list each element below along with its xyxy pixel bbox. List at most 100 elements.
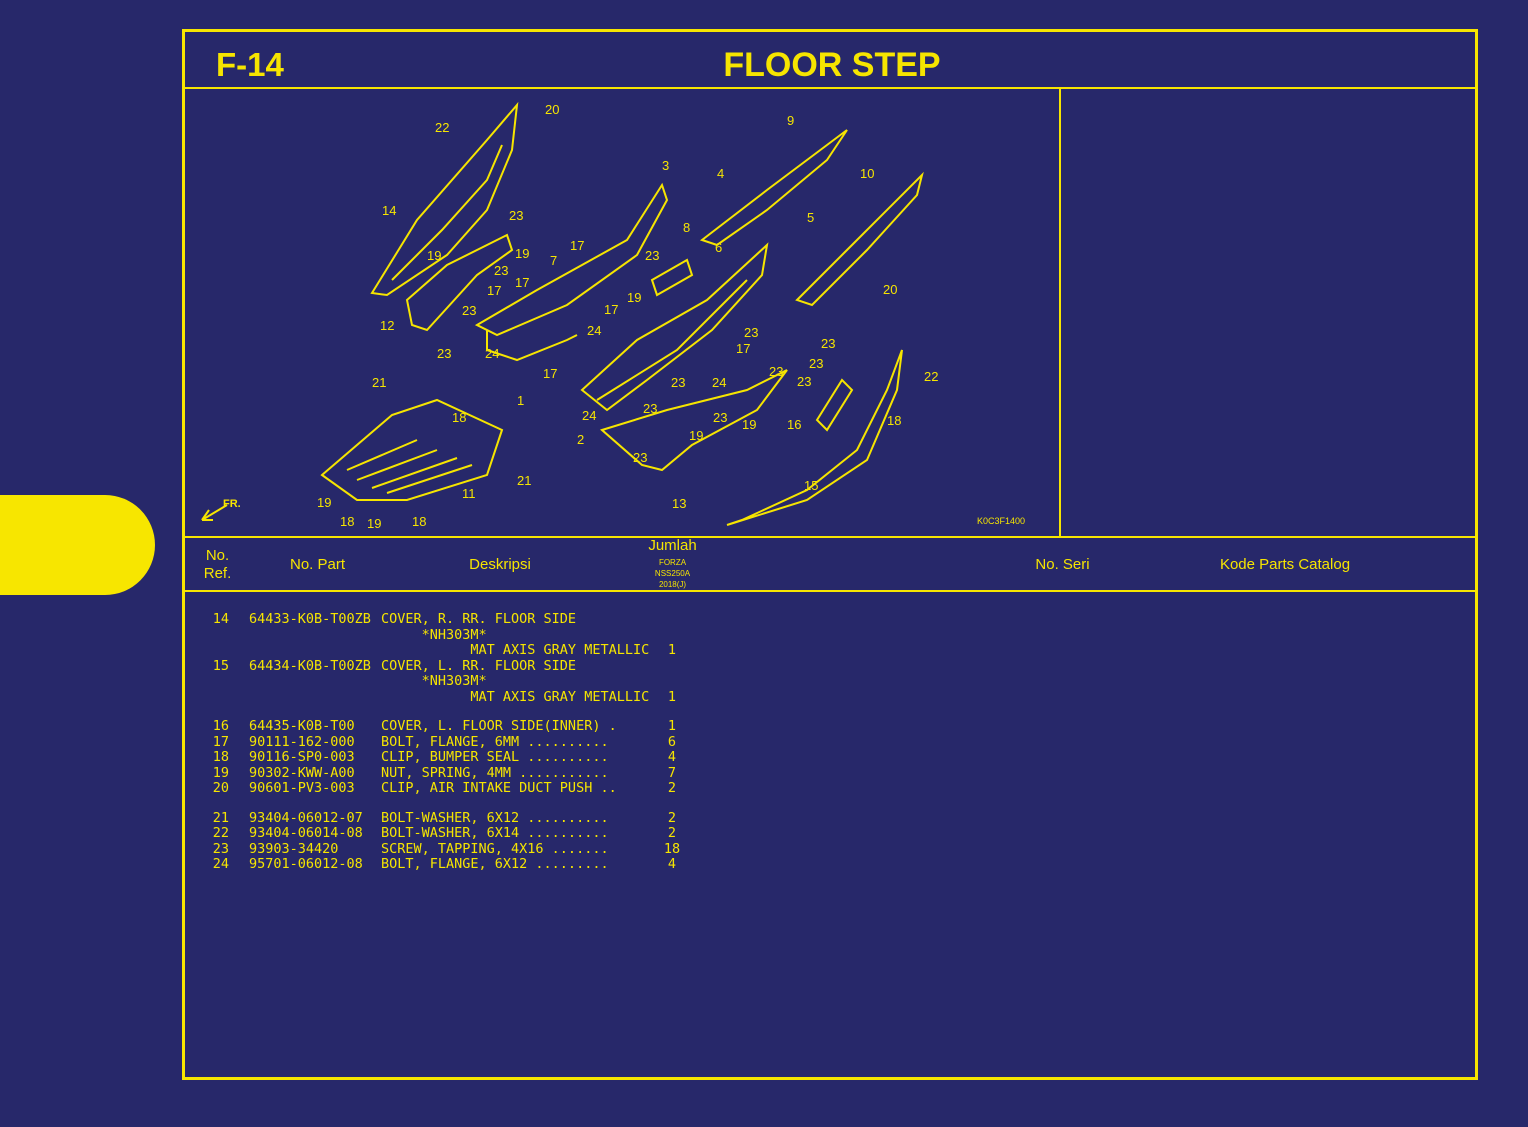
ref-cell: 18: [212, 749, 229, 765]
quantity-cell: 1: [667, 688, 677, 705]
header-qty-model-3: 2018(J): [658, 580, 687, 589]
header-qty-model-2: NSS250A: [654, 569, 691, 578]
svg-text:3: 3: [662, 158, 669, 173]
svg-text:12: 12: [380, 318, 394, 333]
svg-text:21: 21: [517, 473, 531, 488]
part-number-cell: 64434-K0B-T00ZB: [249, 657, 371, 674]
svg-text:23: 23: [809, 356, 823, 371]
quantity-cell: 18: [663, 840, 681, 857]
chapter-tab[interactable]: [0, 495, 155, 595]
svg-text:6: 6: [715, 240, 722, 255]
quantity-cell: 1: [667, 642, 677, 658]
svg-text:24: 24: [582, 408, 596, 423]
svg-text:1: 1: [517, 393, 524, 408]
svg-text:23: 23: [769, 364, 783, 379]
svg-text:10: 10: [860, 166, 874, 181]
description-cell: *NH303M*: [381, 673, 487, 689]
page-code: F-14: [216, 46, 284, 83]
svg-text:23: 23: [437, 346, 451, 361]
svg-text:16: 16: [787, 417, 801, 432]
svg-text:4: 4: [717, 166, 724, 181]
svg-text:20: 20: [545, 102, 559, 117]
part-number-cell: 64433-K0B-T00ZB: [249, 611, 371, 627]
svg-text:21: 21: [372, 375, 386, 390]
svg-text:18: 18: [452, 410, 466, 425]
svg-text:24: 24: [712, 375, 726, 390]
part-number-cell: 90111-162-000: [249, 733, 355, 750]
page-title: FLOOR STEP: [723, 46, 941, 84]
svg-text:23: 23: [744, 325, 758, 340]
svg-text:19: 19: [515, 246, 529, 261]
ref-cell: 17: [212, 733, 229, 750]
part-number-cell: 90302-KWW-A00: [249, 764, 355, 781]
description-cell: SCREW, TAPPING, 4X16 .......: [381, 840, 609, 857]
svg-text:24: 24: [587, 323, 601, 338]
part-number-cell: 64435-K0B-T00: [249, 718, 355, 734]
svg-text:19: 19: [627, 290, 641, 305]
quantity-cell: 2: [667, 809, 677, 826]
part-number-cell: 95701-06012-08: [249, 856, 363, 872]
description-cell: BOLT, FLANGE, 6MM ..........: [381, 733, 609, 750]
description-cell: BOLT, FLANGE, 6X12 .........: [381, 856, 609, 872]
svg-text:13: 13: [672, 496, 686, 511]
quantity-cell: 4: [667, 749, 677, 765]
description-cell: COVER, L. FLOOR SIDE(INNER) .: [381, 718, 617, 734]
svg-text:17: 17: [604, 302, 618, 317]
catalog-page-frame: F-14 FLOOR STEP: [182, 29, 1478, 1080]
svg-text:23: 23: [494, 263, 508, 278]
description-cell: CLIP, AIR INTAKE DUCT PUSH ..: [381, 780, 617, 796]
description-cell: NUT, SPRING, 4MM ...........: [381, 764, 609, 781]
ref-cell: 15: [212, 657, 229, 674]
part-number-cell: 93903-34420: [249, 840, 339, 857]
svg-text:23: 23: [645, 248, 659, 263]
part-number-cell: 90601-PV3-003: [249, 780, 355, 796]
ref-cell: 22: [212, 825, 229, 841]
ref-cell: 20: [212, 780, 229, 796]
header-ref: No.Ref.: [203, 547, 232, 582]
quantity-cell: 7: [667, 764, 677, 781]
svg-text:18: 18: [887, 413, 901, 428]
svg-text:23: 23: [821, 336, 835, 351]
ref-cell: 23: [212, 840, 229, 857]
description-cell: MAT AXIS GRAY METALLIC: [381, 642, 650, 658]
svg-text:FR.: FR.: [223, 498, 241, 510]
svg-text:22: 22: [924, 369, 938, 384]
svg-text:23: 23: [462, 303, 476, 318]
svg-text:20: 20: [883, 282, 897, 297]
svg-text:19: 19: [689, 428, 703, 443]
svg-text:7: 7: [550, 253, 557, 268]
description-cell: COVER, R. RR. FLOOR SIDE: [381, 611, 577, 627]
svg-text:19: 19: [317, 495, 331, 510]
header-serial: No. Seri: [1035, 556, 1090, 573]
header-part: No. Part: [289, 556, 346, 573]
svg-text:9: 9: [787, 113, 794, 128]
svg-text:19: 19: [367, 516, 381, 531]
svg-text:14: 14: [382, 203, 396, 218]
ref-cell: 14: [212, 611, 229, 627]
svg-text:23: 23: [671, 375, 685, 390]
description-cell: COVER, L. RR. FLOOR SIDE: [381, 657, 577, 674]
svg-text:17: 17: [736, 341, 750, 356]
svg-text:K0C3F1400: K0C3F1400: [977, 516, 1025, 526]
header-catalog: Kode Parts Catalog: [1219, 556, 1351, 573]
svg-text:22: 22: [435, 120, 449, 135]
svg-text:23: 23: [509, 208, 523, 223]
ref-cell: 24: [212, 856, 229, 872]
part-number-cell: 90116-SP0-003: [249, 749, 355, 765]
svg-text:11: 11: [462, 486, 476, 501]
quantity-cell: 4: [667, 856, 677, 872]
svg-text:18: 18: [412, 514, 426, 529]
quantity-cell: 1: [667, 718, 677, 734]
header-desc: Deskripsi: [469, 556, 531, 573]
svg-text:23: 23: [643, 401, 657, 416]
svg-text:17: 17: [570, 238, 584, 253]
svg-text:19: 19: [427, 248, 441, 263]
header-qty: Jumlah: [648, 537, 697, 554]
svg-text:5: 5: [807, 210, 814, 225]
svg-text:17: 17: [543, 366, 557, 381]
ref-cell: 16: [212, 718, 229, 734]
description-cell: *NH303M*: [381, 626, 487, 643]
description-cell: BOLT-WASHER, 6X12 ..........: [381, 809, 609, 826]
